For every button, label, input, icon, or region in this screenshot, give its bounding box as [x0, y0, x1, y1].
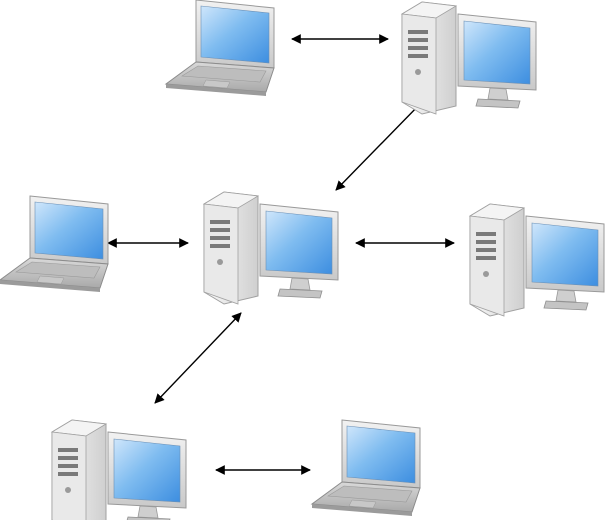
desktop-computer-icon: [401, 1, 537, 115]
laptop-icon: [0, 195, 109, 293]
connections: [107, 34, 455, 475]
desktop-computer-icon: [51, 419, 187, 520]
laptop-icon: [311, 419, 421, 517]
connection-desktop-top-right-desktop-center: [335, 101, 423, 191]
desktop-computer-icon: [469, 203, 605, 317]
laptop-icon: [165, 0, 275, 97]
connection-desktop-center-desktop-bottom-left: [154, 312, 242, 404]
desktop-computer-icon: [203, 191, 339, 305]
